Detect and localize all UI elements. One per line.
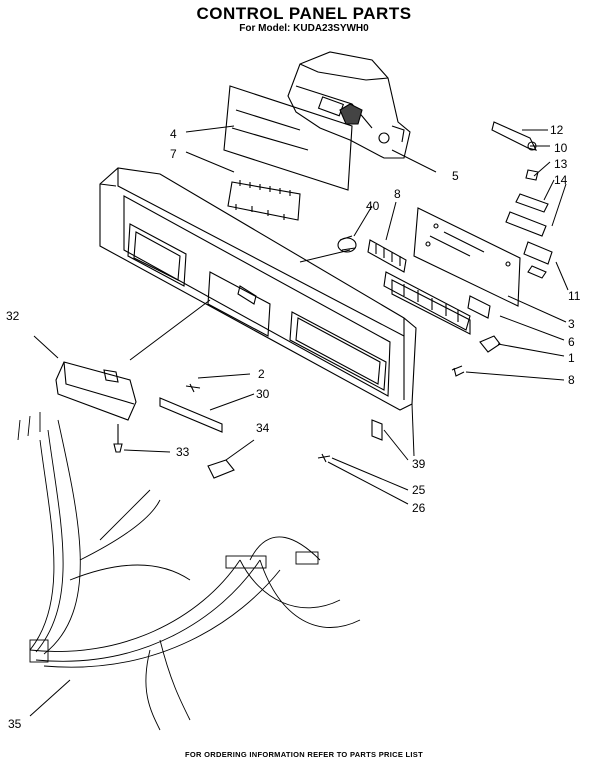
keypad-grid-part-6 <box>383 271 491 335</box>
switch-parts-10-14 <box>505 169 553 279</box>
strip-part-30 <box>159 383 223 433</box>
bracket-part-12 <box>491 121 538 151</box>
control-module-part <box>287 51 411 159</box>
console-panel-part <box>99 167 417 411</box>
control-board-part-3 <box>413 207 521 307</box>
overlay-panel-part <box>223 85 353 191</box>
ordering-note: FOR ORDERING INFORMATION REFER TO PARTS … <box>185 750 423 759</box>
callout-2: 2 <box>258 367 265 381</box>
callout-3: 3 <box>568 317 575 331</box>
callout-35: 35 <box>8 717 22 731</box>
screw-part-9 <box>451 365 465 377</box>
callout-40: 40 <box>366 199 380 213</box>
callout-26: 26 <box>412 501 426 515</box>
callout-14: 14 <box>554 173 568 187</box>
callout-33: 33 <box>176 445 190 459</box>
callout-39: 39 <box>412 457 426 471</box>
clip-part-1 <box>479 335 501 353</box>
diagram-title: CONTROL PANEL PARTS <box>196 4 412 23</box>
callout-12: 12 <box>550 123 564 137</box>
screw-part-33 <box>113 424 123 453</box>
callout-25: 25 <box>412 483 426 497</box>
callout-10: 10 <box>554 141 568 155</box>
leader-lines <box>29 125 569 717</box>
button-part-40 <box>337 235 357 253</box>
callout-30: 30 <box>256 387 270 401</box>
circuit-board-part <box>227 180 301 221</box>
callout-13: 13 <box>554 157 568 171</box>
callout-4: 4 <box>170 127 177 141</box>
callout-labels: 4 7 5 12 10 13 14 11 3 6 1 8 40 8 32 2 3… <box>6 123 581 731</box>
callout-1: 1 <box>568 351 575 365</box>
callout-7: 7 <box>170 147 177 161</box>
handle-part-32 <box>55 361 137 421</box>
keypad-part-8 <box>367 239 407 273</box>
bracket-part-39 <box>317 419 383 463</box>
clip-part-34 <box>207 459 235 479</box>
callout-8: 8 <box>394 187 401 201</box>
callout-11: 11 <box>568 289 581 303</box>
callout-6: 6 <box>568 335 575 349</box>
model-subtitle: For Model: KUDA23SYWH0 <box>239 23 369 34</box>
callout-5: 5 <box>452 169 459 183</box>
wire-harness-part-35 <box>17 412 361 731</box>
callout-9: 8 <box>568 373 575 387</box>
callout-32: 32 <box>6 309 20 323</box>
callout-34: 34 <box>256 421 270 435</box>
